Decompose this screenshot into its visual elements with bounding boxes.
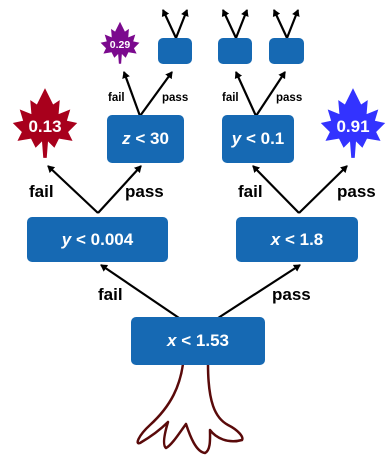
edge-label-pass: pass	[337, 182, 376, 201]
node-small-2	[218, 38, 252, 64]
node-var: x	[167, 331, 177, 350]
arrow-icon	[139, 71, 173, 117]
node-left-right: z < 30	[107, 115, 184, 163]
arrow-icon	[214, 264, 301, 321]
edge-label-pass: pass	[162, 92, 189, 104]
node-val: 0.1	[260, 129, 285, 148]
node-op: <	[135, 129, 146, 148]
node-small-3	[269, 38, 304, 64]
arrow-icon	[298, 165, 348, 214]
tree-trunk-icon	[136, 362, 244, 455]
arrow-icon	[285, 9, 300, 39]
leaf-value: 0.29	[110, 39, 131, 51]
arrow-icon	[174, 9, 189, 39]
node-op: <	[284, 229, 295, 249]
arrow-icon	[252, 165, 300, 214]
node-val: 30	[149, 129, 169, 148]
arrow-icon	[221, 9, 237, 39]
edge-label-fail: fail	[238, 182, 263, 201]
leaf-value: 0.91	[336, 117, 369, 136]
node-val: 1.8	[299, 229, 324, 249]
node-left: y < 0.004	[27, 217, 168, 262]
edge-label-pass: pass	[272, 285, 311, 304]
arrow-icon	[272, 9, 288, 39]
node-var: y	[231, 129, 242, 148]
node-small-1	[158, 38, 192, 64]
node-op: <	[75, 229, 86, 249]
node-op: <	[181, 331, 192, 350]
node-right: x < 1.8	[236, 217, 358, 262]
leaf-left: 0.13	[10, 85, 80, 160]
arrow-icon	[234, 9, 249, 39]
arrow-icon	[255, 71, 286, 117]
node-val: 1.53	[195, 331, 229, 350]
node-var: y	[61, 229, 72, 249]
node-root: x < 1.53	[131, 317, 265, 365]
edge-arrows	[47, 9, 348, 321]
leaf-right: 0.91	[318, 85, 388, 160]
arrow-icon	[122, 71, 142, 117]
edge-label-fail: fail	[222, 92, 239, 104]
arrow-icon	[47, 165, 99, 214]
node-var: x	[270, 229, 281, 249]
edge-label-fail: fail	[29, 182, 54, 201]
arrow-icon	[234, 71, 258, 117]
node-var: z	[122, 129, 131, 148]
node-val: 0.004	[90, 229, 134, 249]
arrow-icon	[161, 9, 177, 39]
leaf-small: 0.29	[99, 20, 141, 65]
edge-label-pass: pass	[125, 182, 164, 201]
edge-label-fail: fail	[108, 92, 125, 104]
leaf-value: 0.13	[28, 117, 61, 136]
node-op: <	[245, 129, 256, 148]
arrow-icon	[97, 165, 142, 214]
edge-label-pass: pass	[276, 92, 303, 104]
edge-label-fail: fail	[98, 285, 123, 304]
arrow-icon	[100, 264, 183, 321]
node-right-left: y < 0.1	[222, 115, 294, 163]
